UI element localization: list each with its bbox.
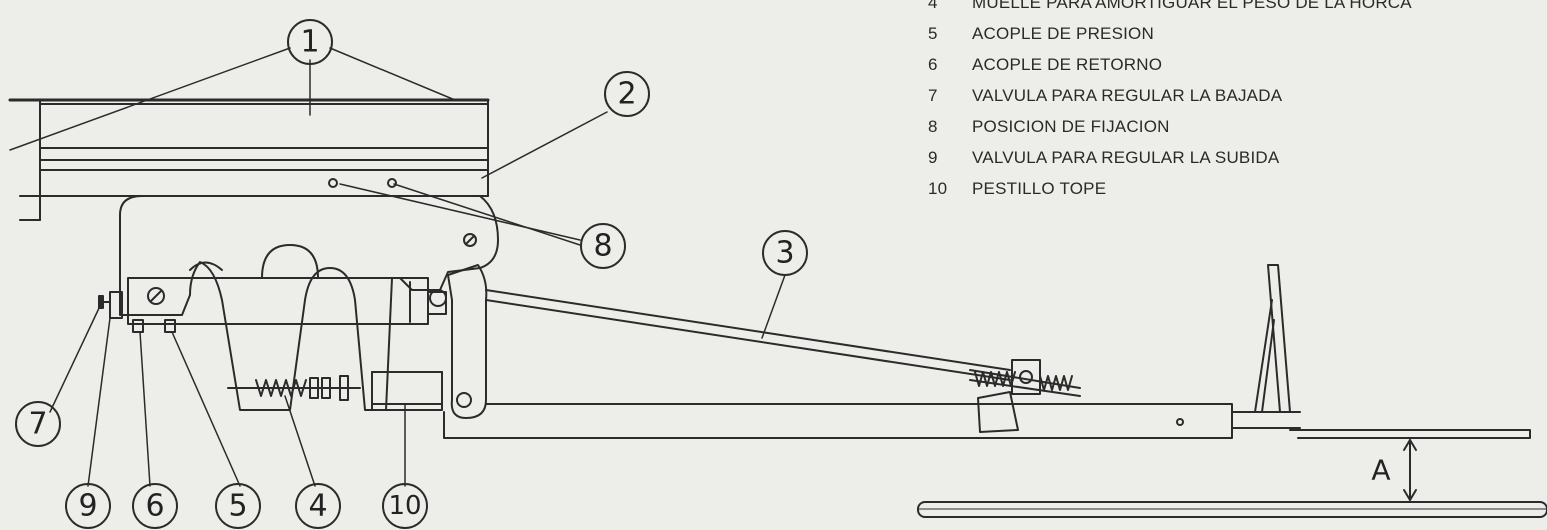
legend-item: 10 PESTILLO TOPE bbox=[928, 173, 1412, 204]
legend-number: 9 bbox=[928, 148, 938, 167]
callout-4: 4 bbox=[295, 483, 341, 529]
legend-text: VALVULA PARA REGULAR LA BAJADA bbox=[972, 86, 1283, 105]
legend-number: 7 bbox=[928, 86, 938, 105]
pivot-arm bbox=[429, 264, 488, 419]
main-bracket bbox=[119, 195, 499, 411]
control-rod bbox=[485, 289, 1081, 433]
callout-2: 2 bbox=[604, 71, 650, 117]
upright-stop bbox=[1254, 264, 1291, 413]
legend-item: 8 POSICION DE FIJACION bbox=[928, 111, 1412, 142]
dimension-a bbox=[1403, 439, 1417, 501]
lower-bar bbox=[443, 403, 1531, 439]
callout-7-label: 7 bbox=[28, 407, 47, 442]
legend: 4 MUELLE PARA AMORTIGUAR EL PESO DE LA HO… bbox=[928, 0, 1412, 204]
legend-number: 10 bbox=[928, 179, 948, 198]
valves-and-couplings bbox=[98, 291, 176, 333]
legend-text: ACOPLE DE RETORNO bbox=[972, 55, 1163, 74]
callout-6-label: 6 bbox=[145, 489, 164, 524]
callout-4-label: 4 bbox=[308, 489, 327, 524]
callout-2-label: 2 bbox=[617, 77, 636, 112]
callout-6: 6 bbox=[132, 483, 178, 529]
callout-5: 5 bbox=[215, 483, 261, 529]
callout-1-label: 1 bbox=[300, 25, 319, 60]
legend-item: 4 MUELLE PARA AMORTIGUAR EL PESO DE LA HO… bbox=[928, 0, 1412, 18]
callout-3: 3 bbox=[762, 230, 808, 276]
legend-item: 7 VALVULA PARA REGULAR LA BAJADA bbox=[928, 80, 1412, 111]
legend-text: VALVULA PARA REGULAR LA SUBIDA bbox=[972, 148, 1280, 167]
legend-number: 8 bbox=[928, 117, 938, 136]
callout-3-label: 3 bbox=[775, 236, 794, 271]
floor-bar bbox=[917, 501, 1547, 518]
callout-10-label: 10 bbox=[388, 491, 421, 521]
callout-9-label: 9 bbox=[78, 489, 97, 524]
hydraulic-cylinder bbox=[127, 277, 447, 325]
dimension-a-label: A bbox=[1371, 454, 1390, 487]
callout-5-label: 5 bbox=[228, 489, 247, 524]
callout-7: 7 bbox=[15, 401, 61, 447]
fixing-screws bbox=[328, 178, 477, 247]
callout-8: 8 bbox=[580, 223, 626, 269]
legend-text: ACOPLE DE PRESION bbox=[972, 24, 1154, 43]
legend-text: PESTILLO TOPE bbox=[972, 179, 1107, 198]
legend-text: POSICION DE FIJACION bbox=[972, 117, 1170, 136]
leader-lines bbox=[9, 47, 786, 487]
legend-item: 9 VALVULA PARA REGULAR LA SUBIDA bbox=[928, 142, 1412, 173]
legend-number: 5 bbox=[928, 24, 938, 43]
spring-assembly bbox=[227, 375, 361, 401]
callout-1: 1 bbox=[287, 19, 333, 65]
legend-number: 4 bbox=[928, 0, 938, 12]
callout-10: 10 bbox=[382, 483, 428, 529]
stop-latch bbox=[371, 371, 443, 411]
callout-9: 9 bbox=[65, 483, 111, 529]
callout-8-label: 8 bbox=[593, 229, 612, 264]
legend-number: 6 bbox=[928, 55, 938, 74]
legend-item: 6 ACOPLE DE RETORNO bbox=[928, 49, 1412, 80]
legend-item: 5 ACOPLE DE PRESION bbox=[928, 18, 1412, 49]
legend-text: MUELLE PARA AMORTIGUAR EL PESO DE LA HOR… bbox=[972, 0, 1412, 12]
